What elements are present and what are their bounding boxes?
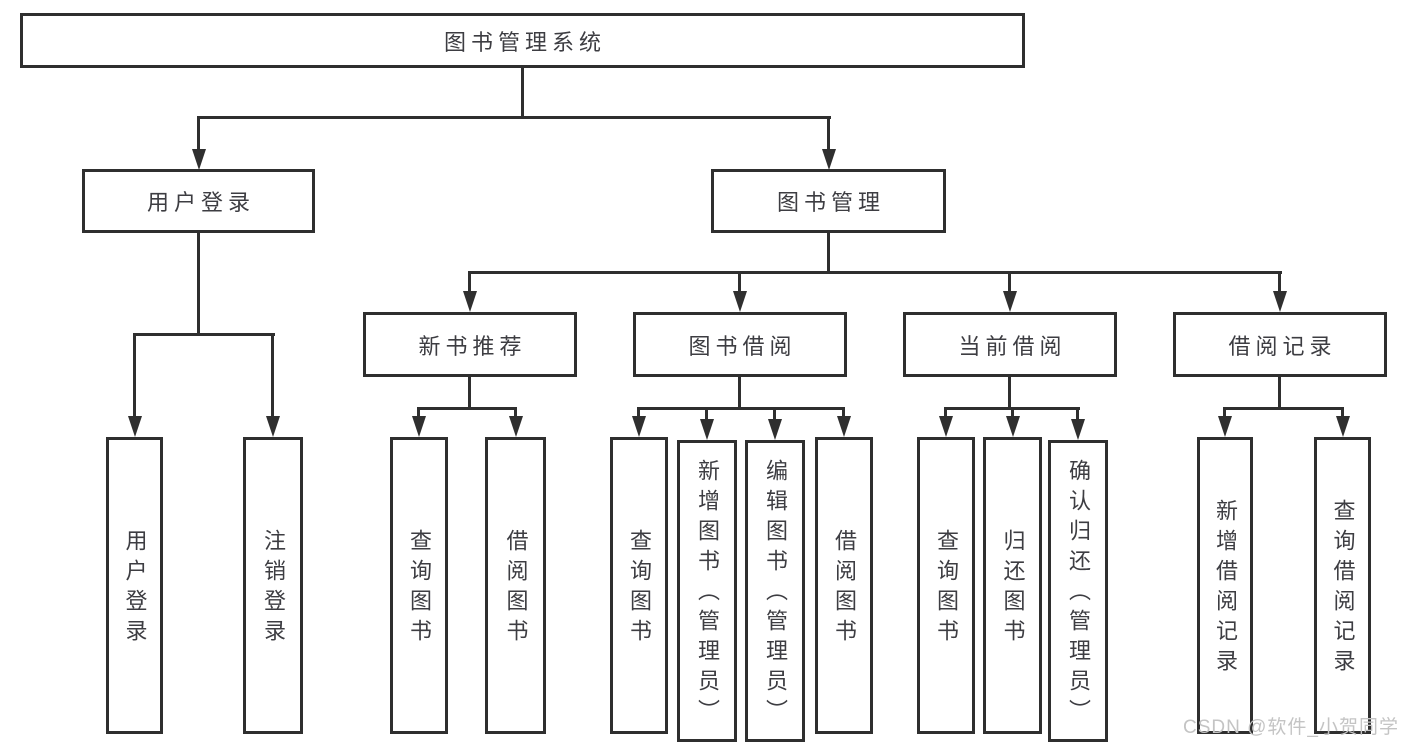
connector-line xyxy=(738,271,741,293)
connector-line xyxy=(521,68,524,118)
arrow-down-icon xyxy=(768,419,782,440)
connector-line xyxy=(842,407,845,418)
arrow-down-icon xyxy=(837,416,851,437)
arrow-down-icon xyxy=(733,291,747,312)
connector-line xyxy=(1011,407,1014,418)
leaf-confirm-return-admin: 确认归还（管理员） xyxy=(1048,440,1108,742)
connector-line xyxy=(1278,377,1281,410)
connector-line xyxy=(637,407,845,410)
node-current-borrowing: 当前借阅 xyxy=(903,312,1117,377)
connector-line xyxy=(197,116,831,119)
leaf-edit-books-admin: 编辑图书（管理员） xyxy=(745,440,805,742)
arrow-down-icon xyxy=(939,416,953,437)
arrow-down-icon xyxy=(1003,291,1017,312)
connector-line xyxy=(468,271,1282,274)
node-new-book-recommend: 新书推荐 xyxy=(363,312,577,377)
leaf-add-books-admin: 新增图书（管理员） xyxy=(677,440,737,742)
connector-line xyxy=(827,233,830,273)
connector-line xyxy=(944,407,947,418)
node-user-login: 用户登录 xyxy=(82,169,315,233)
connector-line xyxy=(637,407,640,418)
arrow-down-icon xyxy=(1273,291,1287,312)
connector-line xyxy=(773,407,776,421)
connector-line xyxy=(738,377,741,410)
arrow-down-icon xyxy=(266,416,280,437)
arrow-down-icon xyxy=(700,419,714,440)
leaf-query-borrow-record: 查询借阅记录 xyxy=(1314,437,1371,734)
arrow-down-icon xyxy=(821,149,836,170)
leaf-user-login: 用户登录 xyxy=(106,437,163,734)
connector-line xyxy=(514,407,517,418)
arrow-down-icon xyxy=(1005,416,1020,437)
arrow-down-icon xyxy=(191,149,206,170)
leaf-add-borrow-record: 新增借阅记录 xyxy=(1197,437,1253,734)
connector-line xyxy=(1341,407,1344,418)
connector-line xyxy=(271,333,274,418)
connector-line xyxy=(417,407,420,418)
arrow-down-icon xyxy=(463,291,477,312)
arrow-down-icon xyxy=(1071,419,1085,440)
connector-line xyxy=(705,407,708,421)
leaf-query-books-borrowing: 查询图书 xyxy=(610,437,668,734)
leaf-query-books-recommend: 查询图书 xyxy=(390,437,448,734)
connector-line xyxy=(1008,377,1011,410)
connector-line xyxy=(1278,271,1281,293)
connector-line xyxy=(468,271,471,293)
leaf-borrow-books-borrowing: 借阅图书 xyxy=(815,437,873,734)
connector-line xyxy=(197,233,200,335)
arrow-down-icon xyxy=(508,416,523,437)
connector-line xyxy=(197,116,200,154)
leaf-return-books: 归还图书 xyxy=(983,437,1042,734)
arrow-down-icon xyxy=(1218,416,1232,437)
connector-line xyxy=(827,116,830,154)
connector-line xyxy=(1223,407,1344,410)
leaf-logout: 注销登录 xyxy=(243,437,303,734)
node-book-management: 图书管理 xyxy=(711,169,946,233)
leaf-borrow-books-recommend: 借阅图书 xyxy=(485,437,546,734)
connector-line xyxy=(1223,407,1226,418)
arrow-down-icon xyxy=(127,416,142,437)
arrow-down-icon xyxy=(1335,416,1350,437)
connector-line xyxy=(1008,271,1011,293)
node-borrowing-records: 借阅记录 xyxy=(1173,312,1387,377)
watermark-text: CSDN @软件_小贺同学 xyxy=(1183,717,1399,738)
connector-line xyxy=(468,377,471,410)
connector-line xyxy=(133,333,136,418)
connector-line xyxy=(133,333,275,336)
leaf-query-books-current: 查询图书 xyxy=(917,437,975,734)
arrow-down-icon xyxy=(412,416,426,437)
arrow-down-icon xyxy=(632,416,646,437)
node-book-borrowing: 图书借阅 xyxy=(633,312,847,377)
node-library-system: 图书管理系统 xyxy=(20,13,1025,68)
connector-line xyxy=(1076,407,1079,421)
connector-line xyxy=(417,407,517,410)
